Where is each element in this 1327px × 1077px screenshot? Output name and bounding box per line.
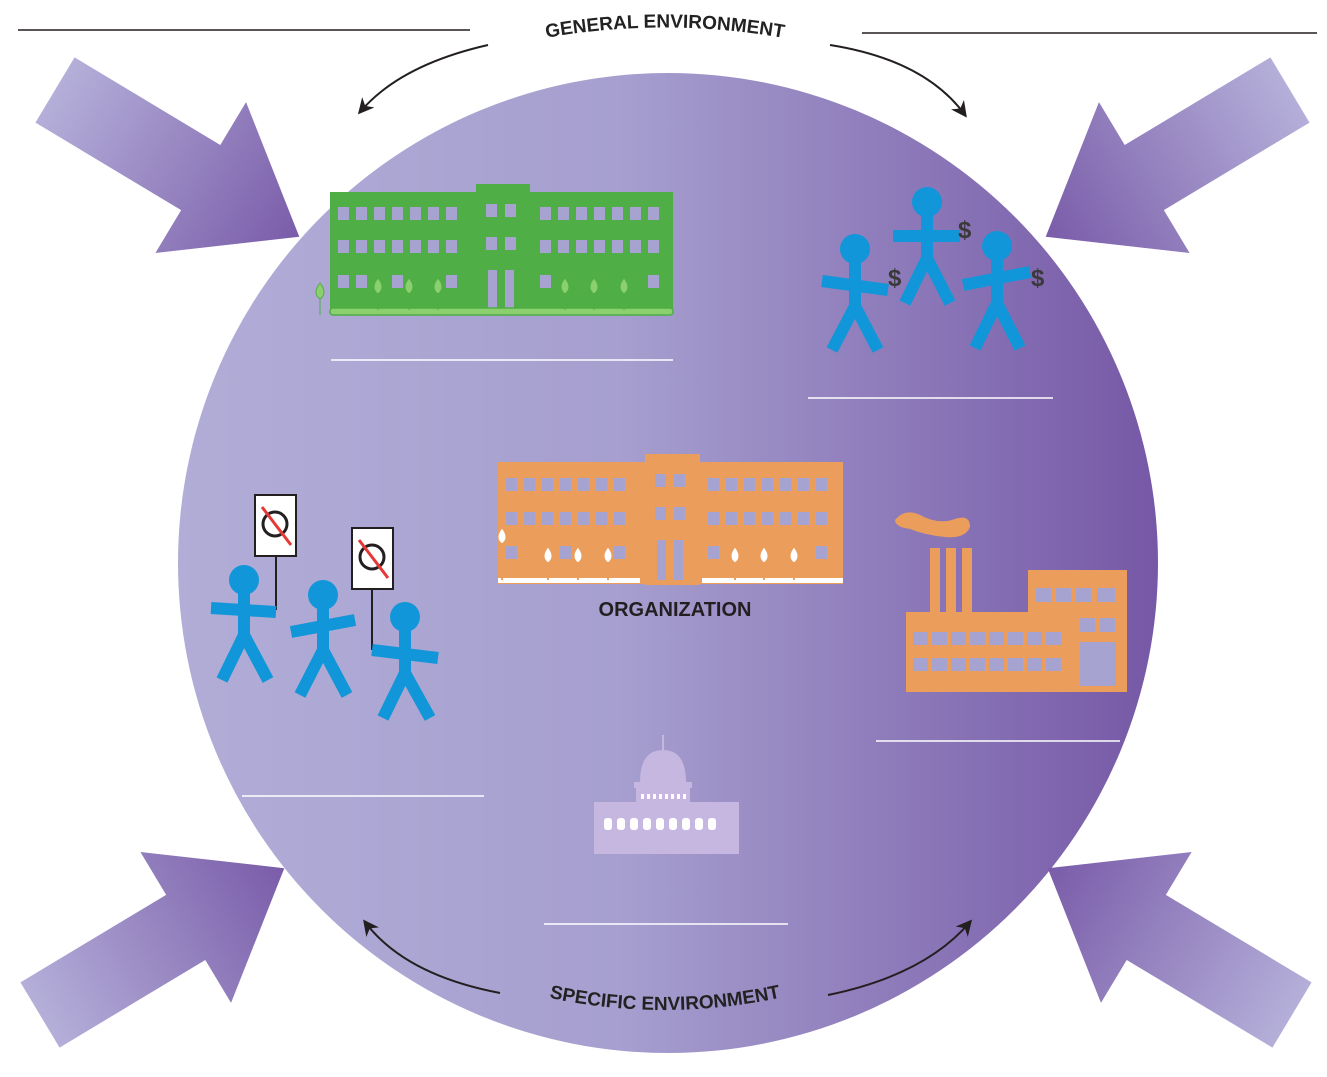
protesters-with-signs-icon xyxy=(210,494,439,721)
factory-icon xyxy=(895,512,1127,692)
specific-environment-arrow-left xyxy=(363,919,501,994)
capitol-building-icon xyxy=(594,735,739,854)
organization-building-icon xyxy=(497,454,843,585)
force-arrow-top-left-icon xyxy=(35,57,300,253)
specific-environment-arrow-right xyxy=(827,919,973,996)
force-arrow-top-right-icon xyxy=(1045,57,1310,253)
money-symbol-3: $ xyxy=(1031,265,1045,292)
general-environment-label: GENERAL ENVIRONMENT xyxy=(544,11,787,42)
general-environment-arrow-right xyxy=(829,44,967,118)
investors-with-money-icon xyxy=(821,187,1032,353)
organization-label: ORGANIZATION xyxy=(599,599,752,621)
green-school-building-icon xyxy=(315,184,674,316)
general-environment-arrow xyxy=(357,44,489,115)
force-arrow-bottom-right-icon xyxy=(1047,852,1312,1048)
money-symbol-2: $ xyxy=(958,217,972,244)
money-symbol-1: $ xyxy=(888,265,902,292)
force-arrow-bottom-left-icon xyxy=(20,852,285,1048)
